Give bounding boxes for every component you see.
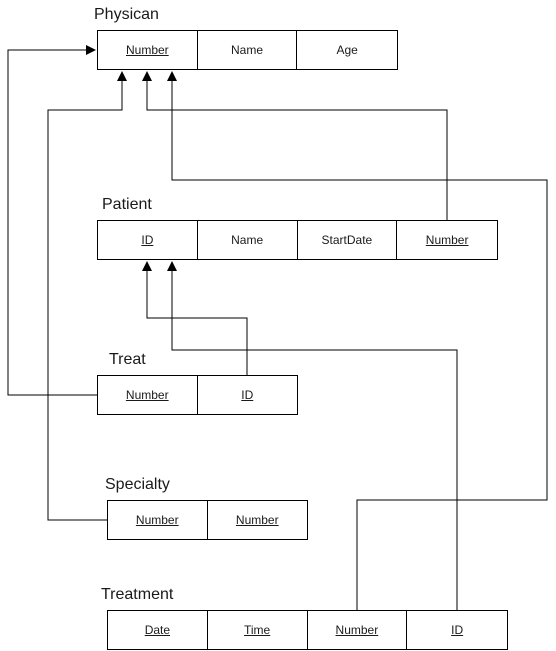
physician-column-number[interactable]: Number: [98, 31, 198, 69]
link-treatment-id-to-patient-id: [167, 261, 458, 610]
link-treat-number-to-physician-number: [7, 45, 97, 396]
physician-column-age[interactable]: Age: [336, 43, 358, 57]
treatment-column-date[interactable]: Date: [108, 611, 208, 649]
specialty-column-number[interactable]: Number: [235, 513, 279, 527]
table-title-treatment: Treatment: [101, 586, 174, 603]
patient-column-id[interactable]: ID: [98, 221, 198, 259]
specialty-column-number[interactable]: Number: [108, 501, 208, 539]
table-title-physician: Physican: [94, 6, 159, 23]
link-treat-id-to-patient-id: [142, 261, 248, 375]
table-specialty[interactable]: Number Number: [107, 500, 308, 540]
table-title-patient: Patient: [102, 196, 152, 213]
patient-column-startdate[interactable]: StartDate: [298, 221, 398, 259]
treat-column-id[interactable]: ID: [241, 388, 254, 402]
treatment-column-time[interactable]: Time: [208, 611, 308, 649]
patient-column-number[interactable]: Number: [425, 233, 469, 247]
patient-column-name[interactable]: Name: [198, 221, 298, 259]
treatment-column-id[interactable]: ID: [451, 623, 464, 637]
table-title-specialty: Specialty: [105, 476, 170, 493]
link-specialty-number-to-physician-number: [47, 71, 127, 521]
table-title-treat: Treat: [109, 351, 146, 368]
link-patient-number-to-physician-number: [142, 71, 448, 220]
table-treat[interactable]: Number ID: [97, 375, 298, 415]
treatment-column-number[interactable]: Number: [308, 611, 408, 649]
physician-column-name[interactable]: Name: [198, 31, 298, 69]
treat-column-number[interactable]: Number: [98, 376, 198, 414]
